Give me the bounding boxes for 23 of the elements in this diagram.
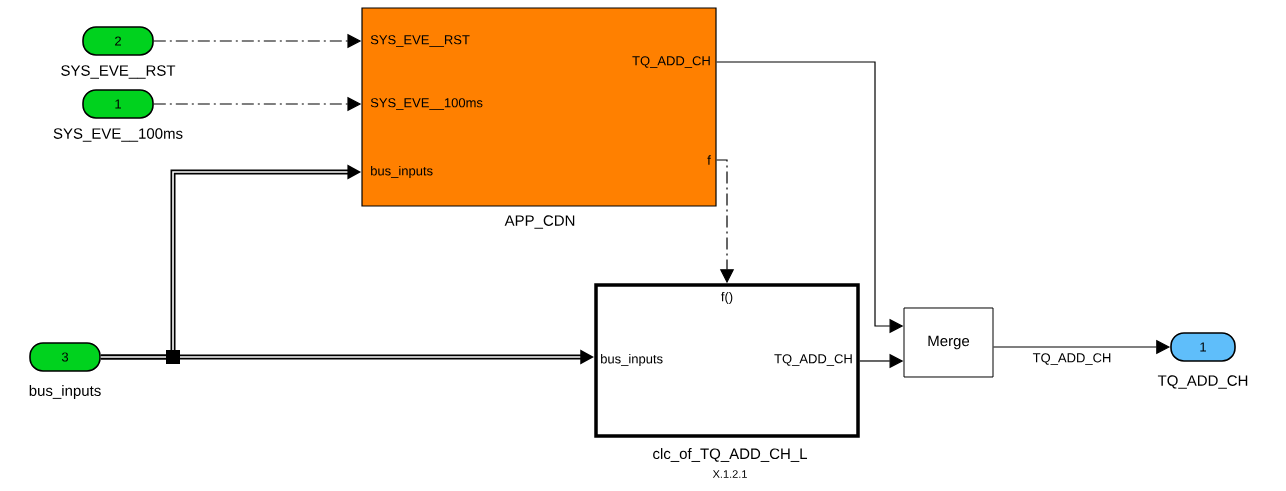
block-label: X.1.2.1 — [712, 470, 747, 478]
port-terminal: 1 — [1170, 332, 1236, 362]
block-label: bus_inputs — [29, 385, 101, 399]
node-label: bus_inputs — [601, 353, 663, 367]
port-terminal: 3 — [29, 342, 101, 372]
block-label: TQ_ADD_CH — [1157, 375, 1248, 389]
node-label: SYS_EVE__RST — [370, 35, 470, 47]
edge-label: TQ_ADD_CH — [1032, 353, 1111, 365]
node-label: TQ_ADD_CH — [632, 56, 710, 68]
node-label: bus_inputs — [371, 165, 433, 179]
block-label: SYS_EVE__100ms — [53, 128, 183, 142]
port-terminal: 2 — [82, 26, 154, 56]
node-label: TQ_ADD_CH — [774, 354, 852, 366]
node-label: f — [707, 155, 711, 165]
subsystem-block: SYS_EVE__RST SYS_EVE__100ms bus_inputs TQ_ADD_CH f — [361, 7, 717, 207]
block-label: clc_of_TQ_ADD_CH_L — [653, 448, 807, 462]
node-label: f() — [721, 291, 733, 305]
subsystem-block: f() bus_inputs TQ_ADD_CH — [594, 283, 860, 438]
block-label: SYS_EVE__RST — [61, 65, 176, 79]
port-terminal: 1 — [82, 89, 154, 119]
merge-block: Merge — [903, 307, 994, 378]
node-label: SYS_EVE__100ms — [370, 98, 483, 110]
block-label: APP_CDN — [504, 215, 575, 229]
